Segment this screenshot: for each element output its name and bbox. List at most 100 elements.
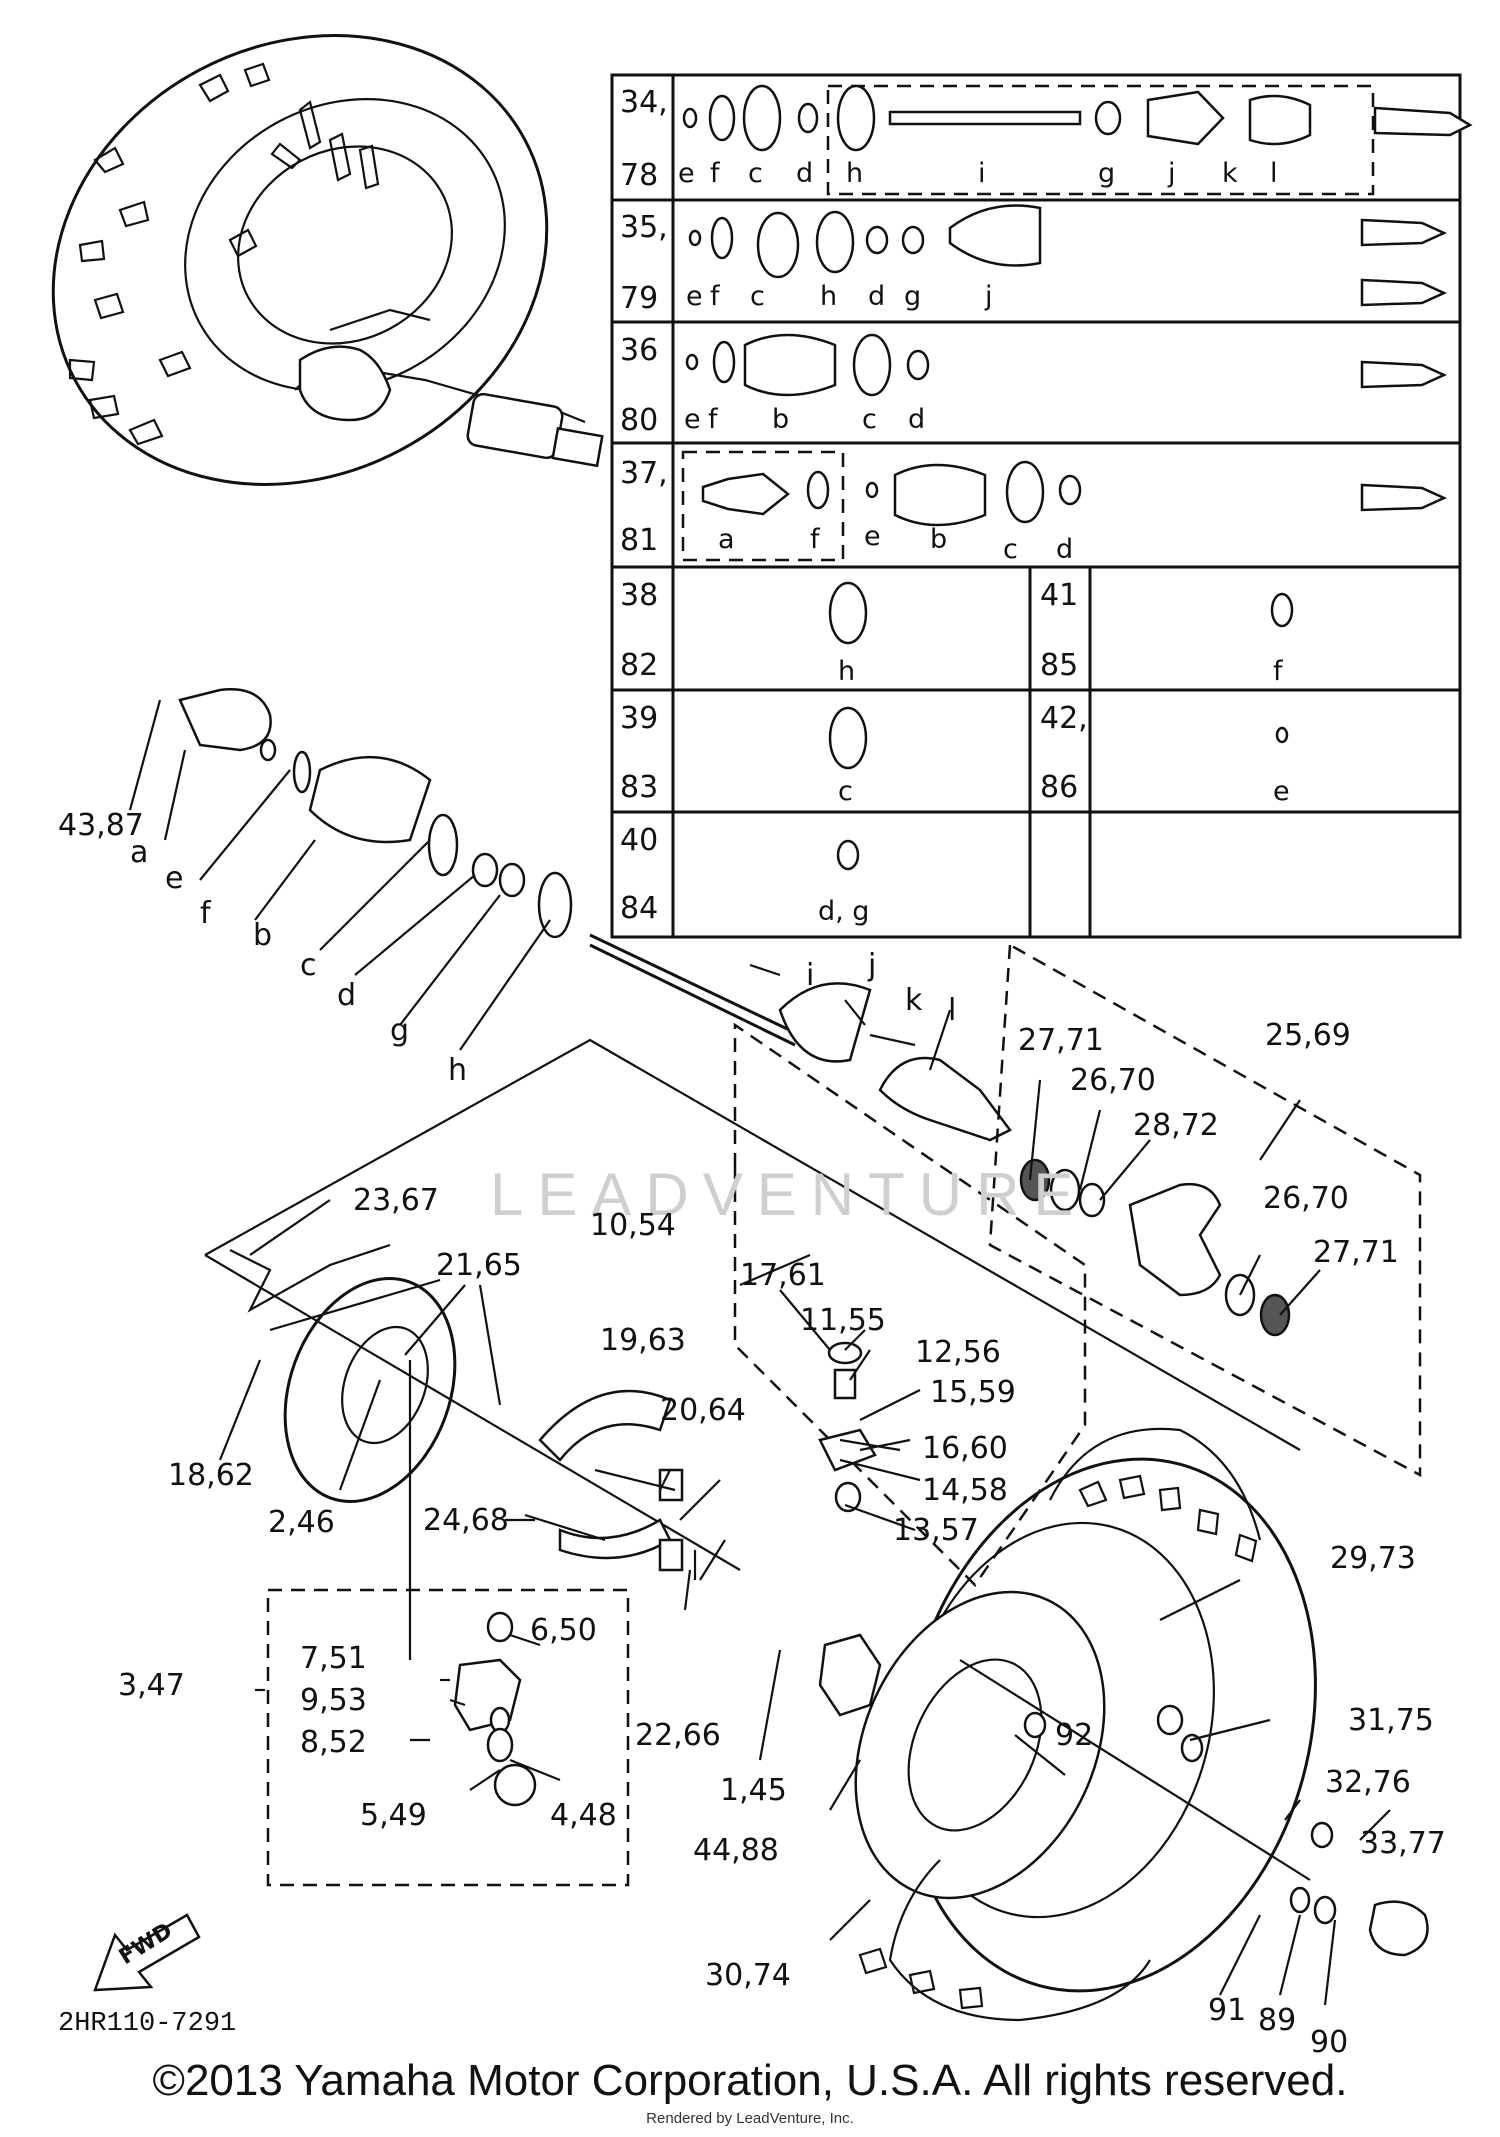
letter-l: l <box>948 993 956 1028</box>
callout-2-46: 2,46 <box>268 1505 335 1540</box>
row34-k: k <box>1222 158 1238 189</box>
callout-6-50: 6,50 <box>530 1613 597 1648</box>
callout-5-49: 5,49 <box>360 1798 427 1833</box>
table-ref-78: 78 <box>620 158 658 193</box>
row36-c: c <box>862 404 877 435</box>
callouts: 43,87 a e f b c d g h i j k l 25,69 27,7… <box>58 808 1446 2060</box>
callout-9-53: 9,53 <box>300 1683 367 1718</box>
letter-b: b <box>253 918 272 953</box>
letter-e: e <box>165 861 183 896</box>
row35-f: f <box>710 281 721 312</box>
row37-d: d <box>1056 534 1073 565</box>
callout-24-68: 24,68 <box>423 1503 509 1538</box>
table-ref-38: 38 <box>620 578 658 613</box>
watermark: LEADVENTURE <box>490 1161 1087 1228</box>
callout-27-71-a: 27,71 <box>1018 1023 1104 1058</box>
callout-91: 91 <box>1208 1993 1246 2028</box>
row37-c: c <box>1003 534 1018 565</box>
row34-f: f <box>710 158 721 189</box>
table-ref-83: 83 <box>620 770 658 805</box>
callout-1-45: 1,45 <box>720 1773 787 1808</box>
callout-4-48: 4,48 <box>550 1798 617 1833</box>
exploded-driveshaft <box>178 688 1012 1142</box>
rendered-by-notice: Rendered by LeadVenture, Inc. <box>646 2110 854 2127</box>
row35-c: c <box>750 281 765 312</box>
row34-l: l <box>1270 158 1278 189</box>
row35-e: e <box>686 281 703 312</box>
row40-dg: d, g <box>818 896 869 927</box>
table-ref-79: 79 <box>620 281 658 316</box>
row34-e: e <box>678 158 695 189</box>
callout-14-58: 14,58 <box>922 1473 1008 1508</box>
callout-19-63: 19,63 <box>600 1323 686 1358</box>
letter-c: c <box>300 948 317 983</box>
callout-18-62: 18,62 <box>168 1458 254 1493</box>
callout-21-65: 21,65 <box>436 1248 522 1283</box>
fwd-arrow-icon: FWD <box>93 1913 201 1992</box>
callout-92: 92 <box>1055 1718 1093 1753</box>
callout-13-57: 13,57 <box>893 1513 979 1548</box>
table-ref-82: 82 <box>620 648 658 683</box>
callout-33-77: 33,77 <box>1360 1826 1446 1861</box>
callout-44-88: 44,88 <box>693 1833 779 1868</box>
callout-12-56: 12,56 <box>915 1335 1001 1370</box>
table-ref-81: 81 <box>620 523 658 558</box>
table-ref-84: 84 <box>620 891 658 926</box>
row34-i: i <box>978 158 986 189</box>
callout-10-54: 10,54 <box>590 1208 676 1243</box>
callout-15-59: 15,59 <box>930 1375 1016 1410</box>
letter-a: a <box>130 835 148 870</box>
callout-90: 90 <box>1310 2025 1348 2060</box>
row34-c: c <box>748 158 763 189</box>
lower-tire-assembly <box>818 1427 1429 2022</box>
row36-e: e <box>684 404 701 435</box>
letter-f: f <box>200 896 212 931</box>
row34-g: g <box>1098 158 1115 189</box>
brake-assembly <box>204 1022 1301 1887</box>
table-ref-86: 86 <box>1040 770 1078 805</box>
callout-29-73: 29,73 <box>1330 1541 1416 1576</box>
row37-e: e <box>864 521 881 552</box>
table-ref-35: 35, <box>620 210 668 245</box>
letter-d: d <box>337 978 356 1013</box>
table-ref-80: 80 <box>620 403 658 438</box>
callout-31-75: 31,75 <box>1348 1703 1434 1738</box>
callout-23-67: 23,67 <box>353 1183 439 1218</box>
table-ref-37: 37, <box>620 456 668 491</box>
callout-26-70-b: 26,70 <box>1263 1181 1349 1216</box>
row35-h: h <box>820 281 837 312</box>
table-ref-41: 41 <box>1040 578 1078 613</box>
letter-g: g <box>390 1013 409 1048</box>
callout-17-61: 17,61 <box>740 1258 826 1293</box>
row39-c: c <box>838 776 853 807</box>
callout-89: 89 <box>1258 2003 1296 2038</box>
letter-k: k <box>905 983 923 1018</box>
table-ref-40: 40 <box>620 823 658 858</box>
callout-3-47: 3,47 <box>118 1668 185 1703</box>
callout-27-71-b: 27,71 <box>1313 1235 1399 1270</box>
row34-d: d <box>796 158 813 189</box>
letter-j: j <box>867 948 876 983</box>
callout-28-72: 28,72 <box>1133 1108 1219 1143</box>
diagram-code: 2HR110-7291 <box>58 2009 236 2039</box>
row36-f: f <box>708 404 719 435</box>
callout-8-52: 8,52 <box>300 1725 367 1760</box>
callout-30-74: 30,74 <box>705 1958 791 1993</box>
callout-7-51: 7,51 <box>300 1641 367 1676</box>
row34-j: j <box>1167 158 1176 189</box>
table-ref-36: 36 <box>620 333 658 368</box>
upper-tire-assembly <box>51 34 604 486</box>
callout-16-60: 16,60 <box>922 1431 1008 1466</box>
row35-j: j <box>984 281 993 312</box>
callout-22-66: 22,66 <box>635 1718 721 1753</box>
copyright-notice: ©2013 Yamaha Motor Corporation, U.S.A. A… <box>152 2056 1348 2105</box>
row42-e: e <box>1273 776 1290 807</box>
table-ref-39: 39 <box>620 701 658 736</box>
callout-43-87: 43,87 <box>58 808 144 843</box>
row37-f: f <box>810 524 821 555</box>
row38-h: h <box>838 656 855 687</box>
row36-d: d <box>908 404 925 435</box>
row37-a: a <box>718 524 735 555</box>
letter-i: i <box>806 958 814 993</box>
